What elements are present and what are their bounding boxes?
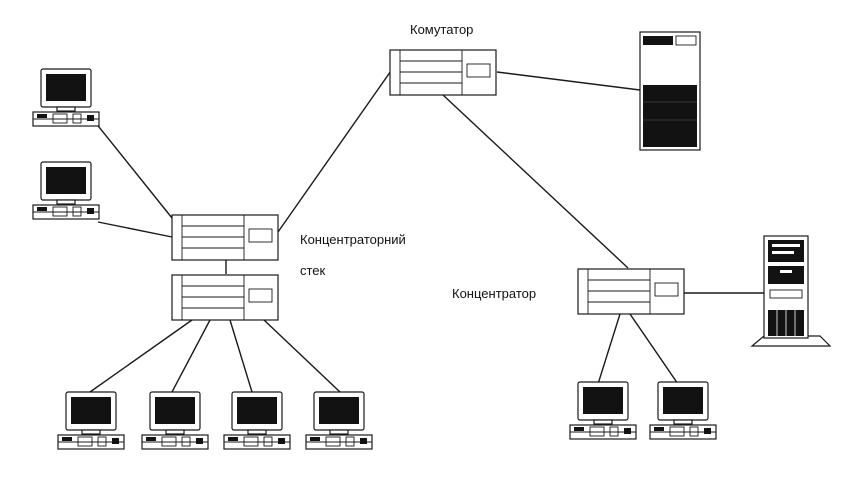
link-switch-server [496, 71, 641, 91]
workstation-2 [32, 161, 100, 220]
hub-stack-label-line2: стек [300, 263, 326, 278]
link-stack-switch [277, 67, 394, 233]
workstation-5 [223, 391, 291, 450]
switch-label: Комутатор [410, 22, 473, 37]
hub-device [577, 268, 685, 315]
workstation-8 [649, 381, 717, 440]
rack-server-icon [639, 31, 701, 151]
switch-device [389, 49, 497, 96]
tower-server-icon [750, 235, 832, 347]
workstation-6 [305, 391, 373, 450]
hub-stack-unit-top [171, 214, 279, 261]
workstation-3 [57, 391, 125, 450]
link-stack-pc4 [171, 319, 211, 393]
workstation-7 [569, 381, 637, 440]
link-switch-hub [442, 94, 629, 269]
hub-label: Концентратор [452, 286, 536, 301]
hub-stack-unit-bottom [171, 274, 279, 321]
link-stack-pc6 [263, 319, 341, 393]
link-hub-pc8 [629, 313, 679, 385]
workstation-1 [32, 68, 100, 127]
link-pc1-stack [94, 121, 173, 219]
link-hub-pc7 [597, 313, 621, 385]
hub-stack-label-line1: Концентраторний [300, 232, 406, 247]
workstation-4 [141, 391, 209, 450]
link-stack-pc3 [89, 319, 193, 393]
link-stack-pc5 [229, 319, 253, 393]
link-pc2-stack [97, 221, 173, 238]
